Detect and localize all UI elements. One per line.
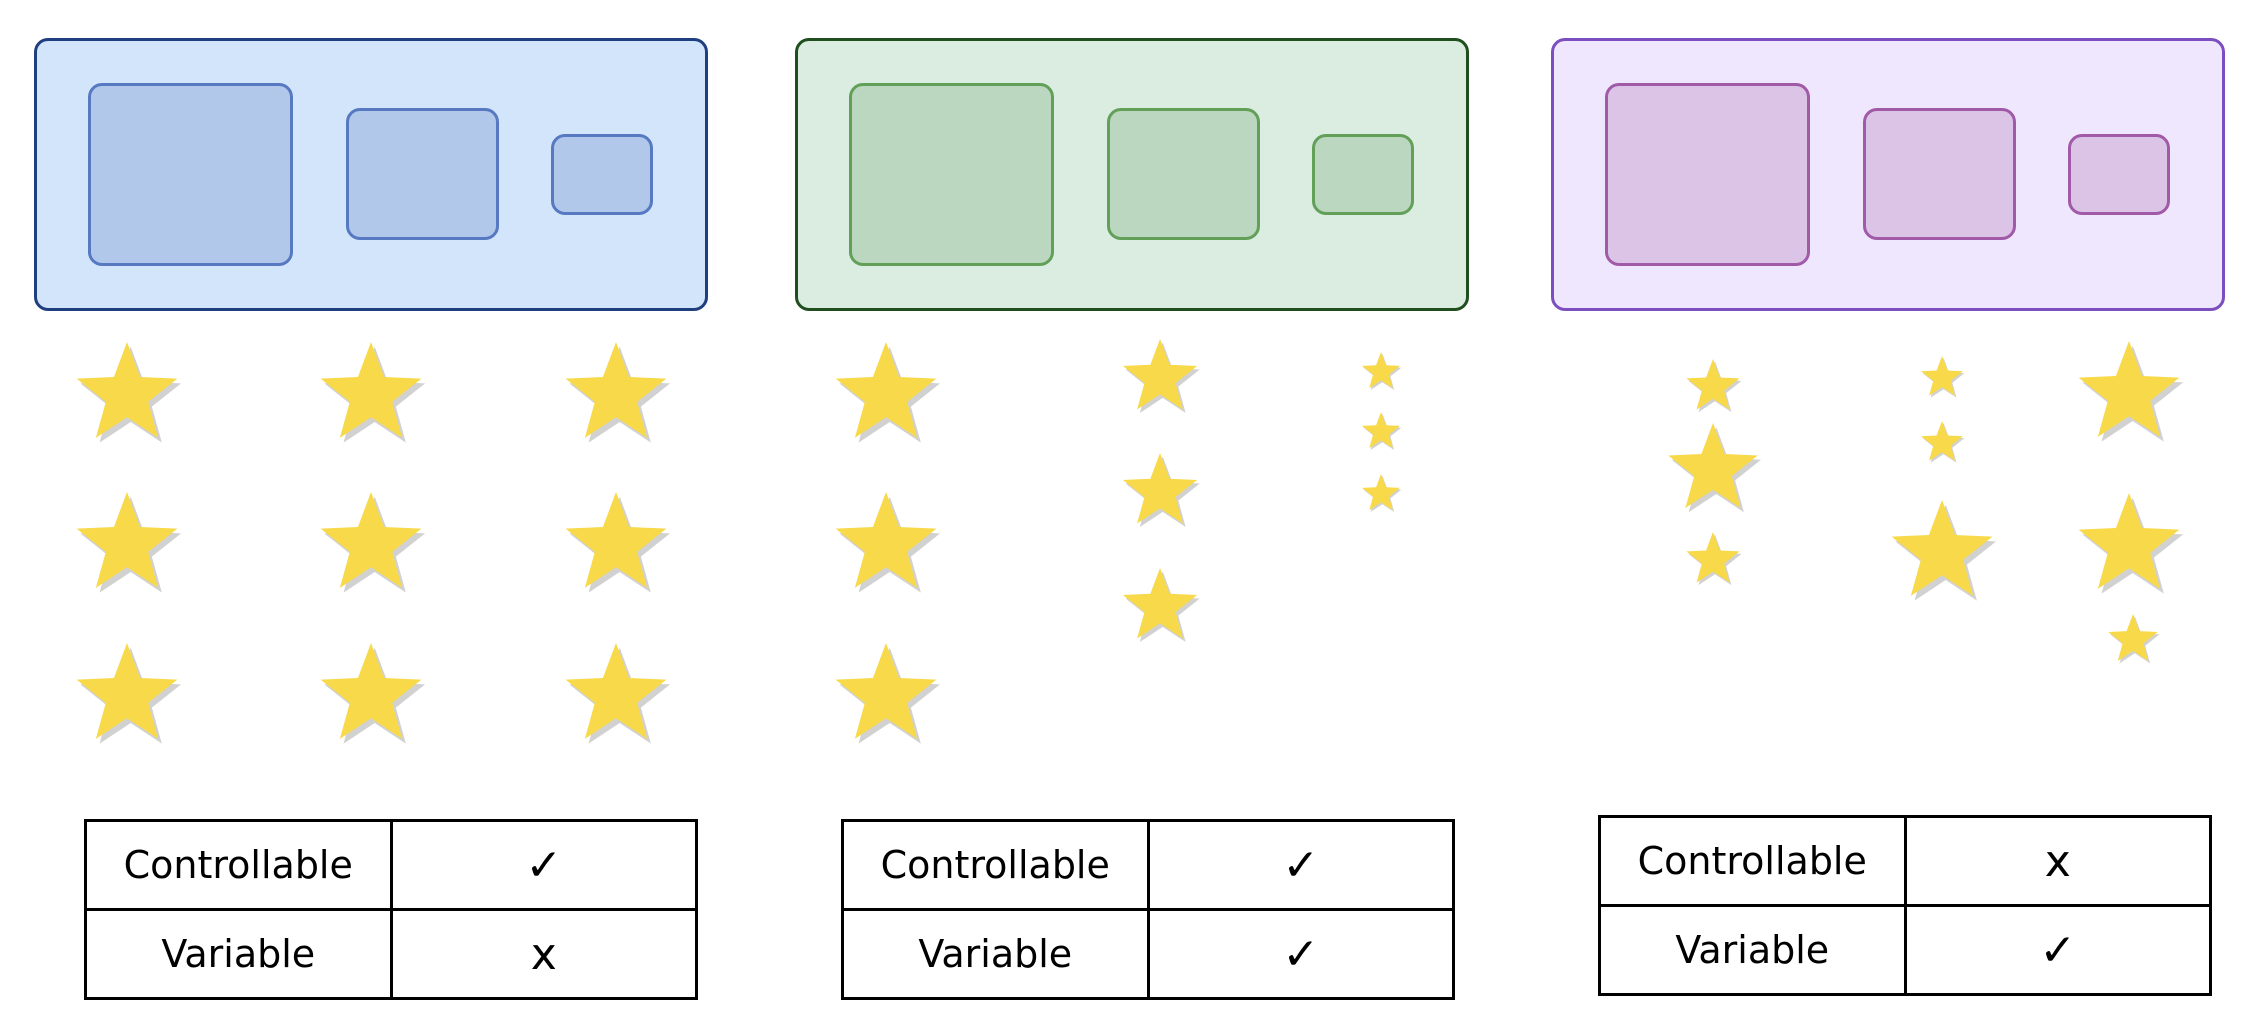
check-icon: ✓ (2039, 924, 2077, 976)
star-icon (835, 342, 941, 443)
star-icon (1921, 356, 1965, 398)
star-icon (835, 643, 941, 744)
box-small-green (1312, 134, 1414, 215)
box-small-purple (2068, 134, 2170, 215)
star-icon (835, 492, 941, 593)
star-icon (565, 342, 671, 443)
star-icon (1891, 500, 1997, 601)
star-icon (1122, 339, 1200, 414)
table-label: Controllable (841, 819, 1150, 911)
star-icon (1686, 359, 1742, 413)
table-label: Variable (841, 908, 1150, 1000)
check-icon: ✓ (525, 839, 563, 891)
table-label: Variable (1598, 904, 1907, 996)
table-row: Controllable ✓ (841, 819, 1455, 911)
star-icon (76, 643, 182, 744)
star-icon (1361, 412, 1402, 450)
star-icon (565, 643, 671, 744)
check-icon: ✓ (1282, 839, 1320, 891)
table-row: Variable x (84, 908, 698, 1000)
table-row: Controllable x (1598, 815, 2212, 907)
x-icon: x (530, 928, 557, 980)
star-icon (1361, 474, 1402, 512)
table-mark: ✓ (1146, 908, 1455, 1000)
box-medium-blue (346, 108, 499, 240)
star-icon (1122, 568, 1200, 643)
properties-table-green: Controllable ✓ Variable ✓ (841, 819, 1455, 1000)
table-label: Controllable (84, 819, 393, 911)
table-label: Controllable (1598, 815, 1907, 907)
table-row: Variable ✓ (841, 908, 1455, 1000)
table-mark: x (389, 908, 698, 1000)
star-icon (1668, 423, 1761, 513)
star-icon (76, 342, 182, 443)
star-icon (1921, 421, 1965, 463)
table-mark: ✓ (1146, 819, 1455, 911)
box-medium-purple (1863, 108, 2016, 240)
star-icon (2108, 614, 2160, 664)
star-icon (320, 342, 426, 443)
check-icon: ✓ (1282, 928, 1320, 980)
properties-table-blue: Controllable ✓ Variable x (84, 819, 698, 1000)
table-mark: x (1903, 815, 2212, 907)
box-medium-green (1107, 108, 1260, 240)
star-icon (1686, 532, 1742, 586)
table-mark: ✓ (1903, 904, 2212, 996)
star-icon (2078, 341, 2184, 442)
star-icon (76, 492, 182, 593)
table-mark: ✓ (389, 819, 698, 911)
star-icon (2078, 493, 2184, 594)
box-large-blue (88, 83, 293, 266)
star-icon (320, 643, 426, 744)
table-row: Variable ✓ (1598, 904, 2212, 996)
table-label: Variable (84, 908, 393, 1000)
star-icon (320, 492, 426, 593)
x-icon: x (2044, 835, 2071, 887)
star-icon (565, 492, 671, 593)
box-small-blue (551, 134, 653, 215)
table-row: Controllable ✓ (84, 819, 698, 911)
box-large-green (849, 83, 1054, 266)
star-icon (1122, 453, 1200, 528)
properties-table-purple: Controllable x Variable ✓ (1598, 815, 2212, 996)
box-large-purple (1605, 83, 1810, 266)
star-icon (1361, 352, 1402, 390)
